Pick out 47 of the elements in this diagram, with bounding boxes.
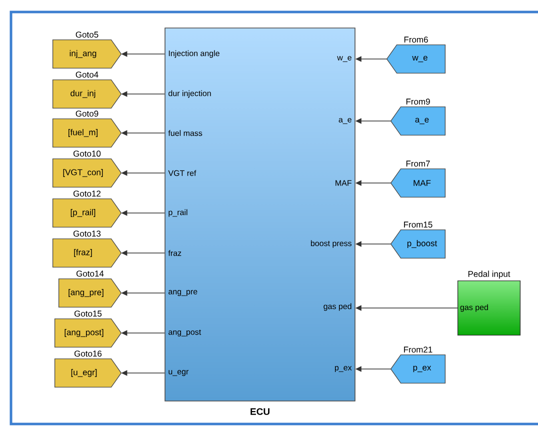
from-tag: a_e bbox=[390, 106, 446, 136]
block-name: Goto13 bbox=[73, 230, 101, 237]
block-name: Goto10 bbox=[73, 150, 101, 157]
block-name: From7 bbox=[406, 160, 430, 167]
goto-tag: [p_rail] bbox=[52, 198, 122, 228]
block-name: Goto9 bbox=[76, 110, 98, 117]
block-name: Goto5 bbox=[76, 32, 98, 38]
ecu-block: Injection angle dur injection fuel mass VGT ref p_rail fraz ang_pre ang_post u_egr w_e a_e MAF boost press gas ped p_ex bbox=[164, 28, 356, 402]
block-name: Goto14 bbox=[76, 270, 104, 277]
input-block: gas ped bbox=[457, 280, 521, 336]
block-name: From6 bbox=[404, 36, 428, 43]
node-label: fuel mass bbox=[168, 130, 202, 136]
block-name: From9 bbox=[406, 98, 430, 105]
goto-tag: [ang_post] bbox=[54, 318, 122, 348]
node-label: dur injection bbox=[168, 90, 211, 98]
block-name: Goto4 bbox=[76, 72, 98, 78]
block-name: ECU bbox=[250, 408, 270, 415]
node-label: fraz bbox=[168, 250, 182, 256]
node-label: MAF bbox=[336, 180, 352, 186]
node-label: boost press bbox=[310, 240, 352, 248]
node-label: a_e bbox=[338, 118, 352, 124]
block-name: From15 bbox=[404, 222, 432, 228]
block-name: Goto12 bbox=[73, 190, 101, 197]
goto-tag: [VGT_con] bbox=[52, 158, 122, 188]
goto-tag: dur_inj bbox=[52, 79, 122, 109]
node-label: VGT ref bbox=[168, 170, 196, 176]
block-name: Goto16 bbox=[74, 350, 102, 357]
from-tag: p_boost bbox=[390, 229, 446, 259]
node-label: u_egr bbox=[168, 370, 189, 376]
node-label: gas ped bbox=[324, 303, 352, 311]
node-label: p_rail bbox=[168, 209, 188, 217]
goto-tag: [fraz] bbox=[52, 238, 122, 268]
goto-tag: inj_ang bbox=[52, 39, 122, 69]
node-label: ang_post bbox=[168, 330, 202, 336]
block-name: Pedal input bbox=[468, 270, 510, 279]
block-name: From21 bbox=[404, 346, 432, 353]
goto-tag: [fuel_m] bbox=[52, 118, 122, 148]
from-tag: MAF bbox=[390, 168, 446, 198]
node-label: Injection angle bbox=[168, 50, 220, 58]
node-label: w_e bbox=[337, 56, 352, 62]
from-tag: w_e bbox=[386, 44, 446, 74]
node-label: p_ex bbox=[334, 366, 352, 372]
from-tag: p_ex bbox=[390, 354, 446, 384]
node-label: ang_pre bbox=[168, 290, 198, 296]
goto-tag: [ang_pre] bbox=[58, 278, 122, 308]
goto-tag: [u_egr] bbox=[54, 358, 122, 388]
block-name: Goto15 bbox=[74, 310, 102, 317]
